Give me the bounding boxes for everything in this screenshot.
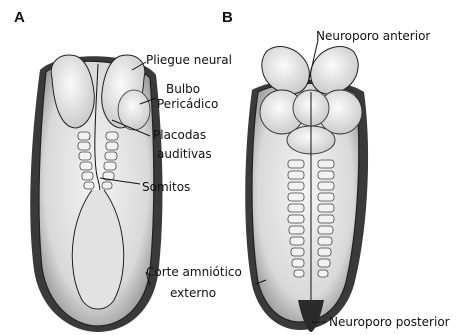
panel-letter-b: B (222, 9, 233, 26)
label-corte-line2: externo (170, 286, 216, 300)
label-bulbo-line2: Pericádico (157, 97, 218, 111)
label-bulbo-line1: Bulbo (166, 82, 200, 96)
label-corte-line1: Corte amniótico (146, 265, 242, 279)
label-neuroporo-posterior: Neuroporo posterior (329, 315, 450, 329)
panel-letter-a: A (14, 9, 25, 26)
pericardial-bulge-a (118, 90, 150, 130)
label-pliegue-neural: Pliegue neural (146, 53, 232, 67)
label-somitos: Somitos (142, 180, 190, 194)
embryo-b (245, 47, 368, 332)
label-neuroporo-anterior: Neuroporo anterior (316, 29, 430, 43)
label-placodas-line2: auditivas (157, 147, 212, 161)
label-placodas-line1: Placodas (153, 128, 206, 142)
